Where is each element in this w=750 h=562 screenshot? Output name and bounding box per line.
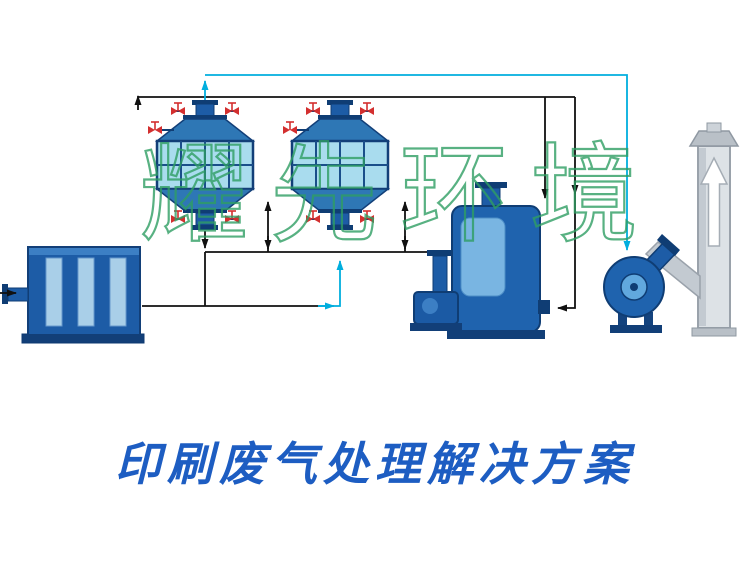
water-tank-with-pump	[410, 182, 550, 339]
exhaust-chimney	[688, 122, 740, 337]
page-title: 印刷废气处理解决方案	[115, 437, 635, 491]
centrifugal-fan	[603, 234, 680, 333]
cyan-flow-lines	[201, 74, 631, 310]
carbon-filter-box	[2, 246, 145, 344]
watermark: 耀先环境	[140, 133, 660, 258]
up-arrow-icon	[699, 156, 729, 247]
black-flow-lines	[134, 95, 579, 312]
